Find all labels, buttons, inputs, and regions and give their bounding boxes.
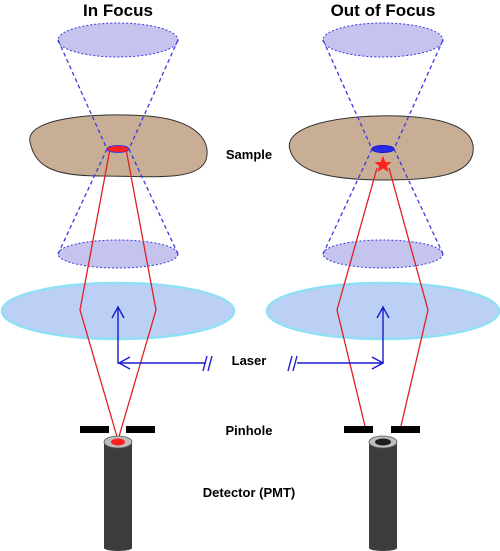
emission-ray-right: [117, 148, 157, 441]
upper-cone-edge-left: [57, 39, 108, 150]
upper-cone-disc: [322, 22, 444, 58]
lower-cone-disc: [322, 239, 444, 269]
laser-break-mark-2: [292, 355, 298, 372]
laser-arrowhead-up: [111, 305, 125, 319]
focal-spot: [106, 145, 130, 153]
lower-cone-edge-right: [128, 148, 179, 255]
lower-cone-disc: [57, 239, 179, 269]
emission-ray-left: [79, 148, 119, 441]
out-of-focus-panel: [265, 22, 500, 551]
in-focus-panel: [0, 22, 236, 551]
upper-cone-disc: [57, 22, 179, 58]
detector-tube: [104, 442, 132, 548]
lower-cone-edge-left: [322, 148, 373, 255]
out-of-focus-point-star: [374, 156, 392, 172]
laser-arrowhead-up: [376, 305, 390, 319]
out-of-focus-title: Out of Focus: [331, 1, 436, 20]
laser-break-mark-1: [202, 355, 208, 372]
upper-cone-edge-left: [322, 39, 373, 150]
focal-spot: [371, 145, 395, 153]
detector-tube: [369, 442, 397, 548]
upper-cone-edge-right: [393, 39, 444, 150]
detector-label: Detector (PMT): [203, 485, 295, 500]
emission-ray-right: [388, 167, 429, 427]
laser-arrowhead-left: [117, 356, 131, 370]
emission-ray-left: [336, 167, 378, 427]
sample-label: Sample: [226, 147, 272, 162]
lower-cone-edge-left: [57, 148, 108, 255]
detector-signal-spot: [111, 438, 125, 446]
pinhole-bar-right: [126, 426, 155, 433]
laser-arrowhead-right: [371, 356, 385, 370]
detector-opening-dark: [375, 438, 391, 446]
pinhole-bar-left: [80, 426, 109, 433]
detector-tube-bottom: [104, 545, 132, 551]
pinhole-label: Pinhole: [226, 423, 273, 438]
upper-cone-edge-right: [128, 39, 179, 150]
pinhole-bar-right: [391, 426, 420, 433]
lower-cone-edge-right: [393, 148, 444, 255]
pinhole-bar-left: [344, 426, 373, 433]
in-focus-title: In Focus: [83, 1, 153, 20]
laser-break-mark-1: [287, 355, 293, 372]
laser-label: Laser: [232, 353, 267, 368]
laser-break-mark-2: [207, 355, 213, 372]
detector-tube-bottom: [369, 545, 397, 551]
